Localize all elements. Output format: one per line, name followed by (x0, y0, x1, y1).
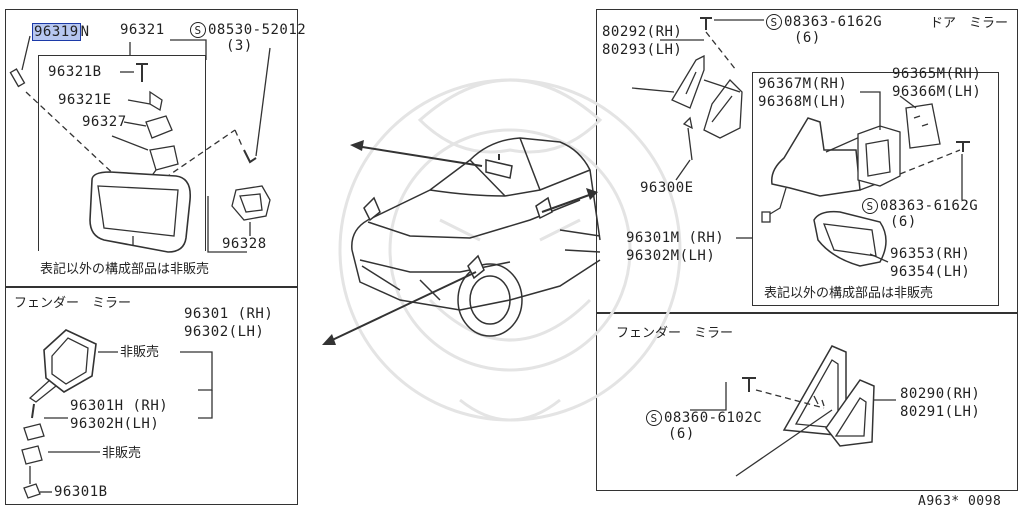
fender-mirror-title-right: フェンダー ミラー (616, 326, 734, 341)
screw-qty-door-mid: (6) (890, 214, 917, 230)
part-label-96366m: 96366M(LH) (892, 84, 982, 100)
part-label-96328: 96328 (222, 236, 267, 252)
diagram-code: A963* 0098 (918, 494, 1002, 509)
part-label-80293: 80293(LH) (602, 42, 683, 58)
not-sold-label-2: 非販売 (102, 446, 142, 461)
inner-mirror-subframe (38, 55, 206, 251)
part-number-suffix: N (80, 24, 90, 40)
fender-mirror-right-drawing (690, 345, 896, 477)
part-label-96321: 96321 (120, 22, 165, 38)
door-mirror-panel (596, 9, 1018, 313)
screw-qty-fender-right: (6) (668, 426, 695, 442)
not-sold-label-1: 非販売 (120, 345, 160, 360)
part-label-96301b: 96301B (54, 484, 108, 500)
door-mirror-drawing (631, 17, 970, 267)
part-label-96302-lh: 96302(LH) (184, 324, 265, 340)
part-label-96327: 96327 (82, 114, 127, 130)
part-label-96301m: 96301M (RH) (626, 230, 725, 246)
door-mirror-title: ドア ミラー (930, 16, 1009, 31)
part-label-96302h: 96302H(LH) (70, 416, 160, 432)
part-label-96321e: 96321E (58, 92, 112, 108)
screw-symbol-icon: S (766, 14, 782, 30)
part-label-96300e: 96300E (640, 180, 694, 196)
not-sold-note-door: 表記以外の構成部品は非販売 (764, 286, 934, 301)
part-label-80291: 80291(LH) (900, 404, 981, 420)
screw-qty-door-top: (6) (794, 30, 821, 46)
screw-symbol-icon: S (862, 198, 878, 214)
screw-symbol-icon: S (190, 22, 206, 38)
part-label-96301h: 96301H (RH) (70, 398, 169, 414)
part-label-96365m: 96365M(RH) (892, 66, 982, 82)
fender-mirror-title-left: フェンダー ミラー (14, 296, 132, 311)
door-mirror-subframe (752, 72, 999, 306)
screw-code: 08360-6102C (664, 410, 763, 426)
part-label-96354: 96354(LH) (890, 264, 971, 280)
part-label-96353: 96353(RH) (890, 246, 971, 262)
part-label-96321b: 96321B (48, 64, 102, 80)
pointer-arrows (327, 145, 593, 343)
screw-qty: (3) (226, 38, 253, 54)
part-label-96368m: 96368M(LH) (758, 94, 848, 110)
screw-code: 08363-6162G (784, 14, 883, 30)
not-sold-note-inner: 表記以外の構成部品は非販売 (40, 262, 210, 277)
inner-mirror-drawing (9, 35, 271, 253)
part-label-80290: 80290(RH) (900, 386, 981, 402)
fender-mirror-left-panel (5, 287, 298, 505)
screw-code: 08363-6162G (880, 198, 979, 214)
part-label-96301-rh: 96301 (RH) (184, 306, 274, 322)
screw-symbol-icon: S (646, 410, 662, 426)
inner-mirror-panel (5, 9, 298, 287)
fender-mirror-right-panel (596, 313, 1018, 491)
part-label-96302m: 96302M(LH) (626, 248, 716, 264)
screw-code: 08530-52012 (208, 22, 307, 38)
part-label-96367m: 96367M(RH) (758, 76, 848, 92)
car-drawing (351, 137, 601, 337)
part-label-80292: 80292(RH) (602, 24, 683, 40)
fender-mirror-left-drawing (21, 329, 213, 499)
part-number-highlight[interactable]: 96319 (32, 23, 81, 41)
